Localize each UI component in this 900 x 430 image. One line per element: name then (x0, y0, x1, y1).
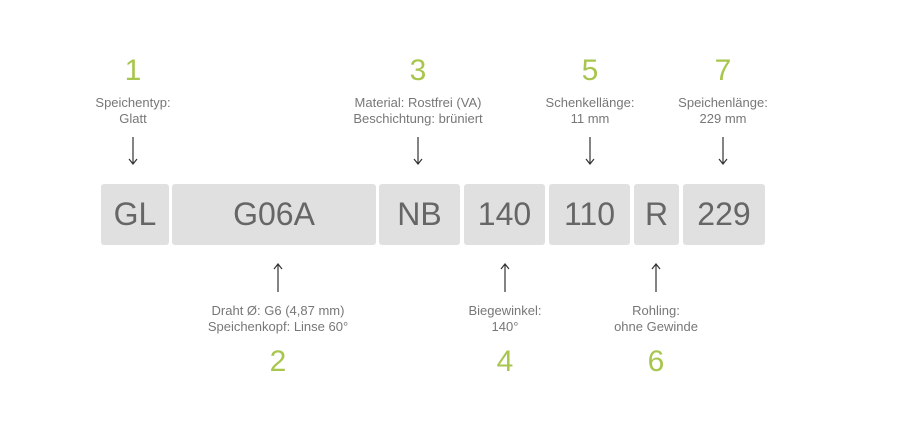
annotation-label-1: Biegewinkel: (468, 303, 542, 318)
arrow-up-icon (651, 263, 661, 292)
annotation-number: 6 (647, 345, 665, 378)
segment-blank: R (634, 184, 679, 245)
annotation-label-2: ohne Gewinde (614, 319, 698, 334)
annotation-number: 1 (124, 54, 142, 87)
arrow-up-icon (500, 263, 510, 292)
annotation-label-2: Speichenkopf: Linse 60° (207, 319, 349, 334)
segment-wire: G06A (172, 184, 376, 245)
annotation-label-1: Speichenlänge: (678, 95, 768, 110)
segment-type: GL (101, 184, 169, 245)
annotation-label-1: Speichentyp: (95, 95, 171, 110)
arrow-down-icon (413, 137, 423, 165)
annotation-number: 2 (269, 345, 287, 378)
annotation-label-2: 140° (491, 319, 519, 334)
annotation-number: 7 (714, 54, 732, 87)
segment-bend-angle: 140 (464, 184, 545, 245)
segment-leg-length: 110 (549, 184, 630, 245)
segment-material: NB (379, 184, 460, 245)
annotation-number: 3 (409, 54, 427, 87)
annotation-number: 4 (496, 345, 514, 378)
arrow-down-icon (128, 137, 138, 165)
annotation-label-2: 229 mm (699, 111, 747, 126)
annotation-label-1: Schenkellänge: (545, 95, 635, 110)
annotation-label-1: Material: Rostfrei (VA) (354, 95, 482, 110)
arrow-down-icon (718, 137, 728, 165)
annotation-label-1: Rohling: (632, 303, 680, 318)
arrow-up-icon (273, 263, 283, 292)
annotation-label-2: Glatt (119, 111, 147, 126)
annotation-label-1: Draht Ø: G6 (4,87 mm) (211, 303, 345, 318)
annotation-label-2: Beschichtung: brüniert (353, 111, 483, 126)
segment-length: 229 (683, 184, 765, 245)
annotation-label-2: 11 mm (570, 111, 610, 126)
arrow-down-icon (585, 137, 595, 165)
annotation-number: 5 (581, 54, 599, 87)
